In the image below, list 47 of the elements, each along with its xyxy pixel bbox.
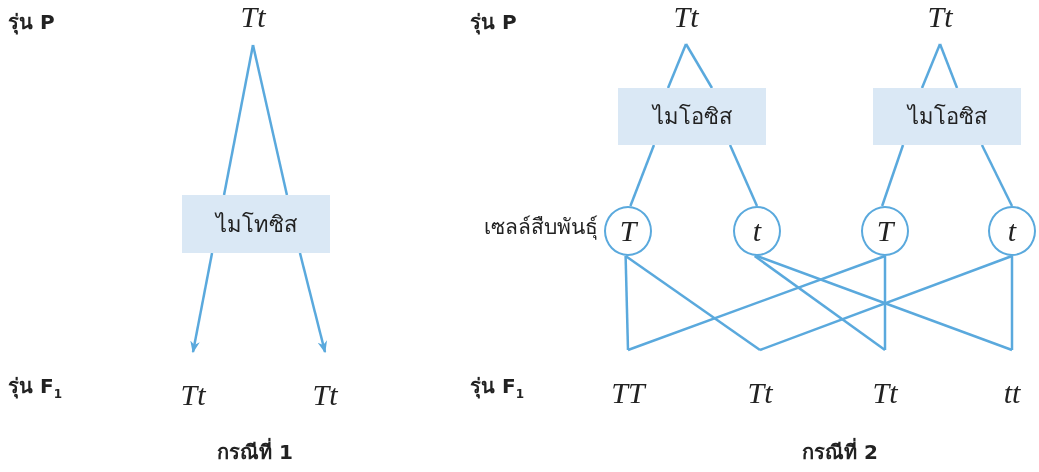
generation-label: รุ่น P <box>470 10 517 34</box>
connector-line <box>883 256 887 350</box>
allele-label: T <box>619 216 637 246</box>
connector-line <box>1010 256 1014 350</box>
connector-line <box>222 44 255 196</box>
genotype-label: Tt <box>660 2 712 44</box>
connector-line <box>251 44 289 196</box>
process-label: ไมโอซิส <box>907 103 987 131</box>
process-label: ไมโอซิส <box>652 103 732 131</box>
case-caption: กรณีที่ 2 <box>802 440 878 464</box>
genotype-label: tt <box>974 350 1039 408</box>
connector-line <box>629 144 656 207</box>
process-box <box>873 88 1021 145</box>
gamete-circle <box>733 206 781 256</box>
genotype-label: Tt <box>292 352 358 410</box>
connector-line <box>880 144 905 207</box>
connector-line <box>624 254 761 352</box>
genotype-label: TT <box>590 350 666 408</box>
genotype-label: Tt <box>847 350 923 408</box>
gamete-circle <box>604 206 652 256</box>
process-box <box>182 195 330 253</box>
generation-label: รุ่น F$_{1}$ <box>8 374 62 402</box>
process-label: ไมโทซิส <box>215 210 297 239</box>
process-box <box>618 88 766 145</box>
connector-line <box>753 255 886 351</box>
connector-line <box>980 144 1014 207</box>
genotype-label: Tt <box>722 350 798 408</box>
connector-line <box>666 43 688 89</box>
arrow <box>190 252 214 354</box>
genotype-label: Tt <box>914 2 966 44</box>
allele-label: t <box>752 216 762 246</box>
generation-label: รุ่น P <box>8 10 55 34</box>
allele-label: T <box>876 216 894 246</box>
connector-line <box>728 144 759 207</box>
connector-line <box>938 43 959 89</box>
gamete-circle <box>988 206 1036 256</box>
genotype-label: Tt <box>228 2 278 45</box>
case-caption: กรณีที่ 1 <box>217 440 293 464</box>
gamete-circle <box>861 206 909 256</box>
arrow <box>298 252 327 354</box>
connector-line <box>920 43 942 89</box>
allele-label: t <box>1007 216 1017 246</box>
connector-line <box>627 254 886 352</box>
generation-label: รุ่น F$_{1}$ <box>470 374 524 402</box>
connector-line <box>624 255 630 351</box>
connector-line <box>684 43 714 89</box>
genotype-label: Tt <box>160 352 226 410</box>
